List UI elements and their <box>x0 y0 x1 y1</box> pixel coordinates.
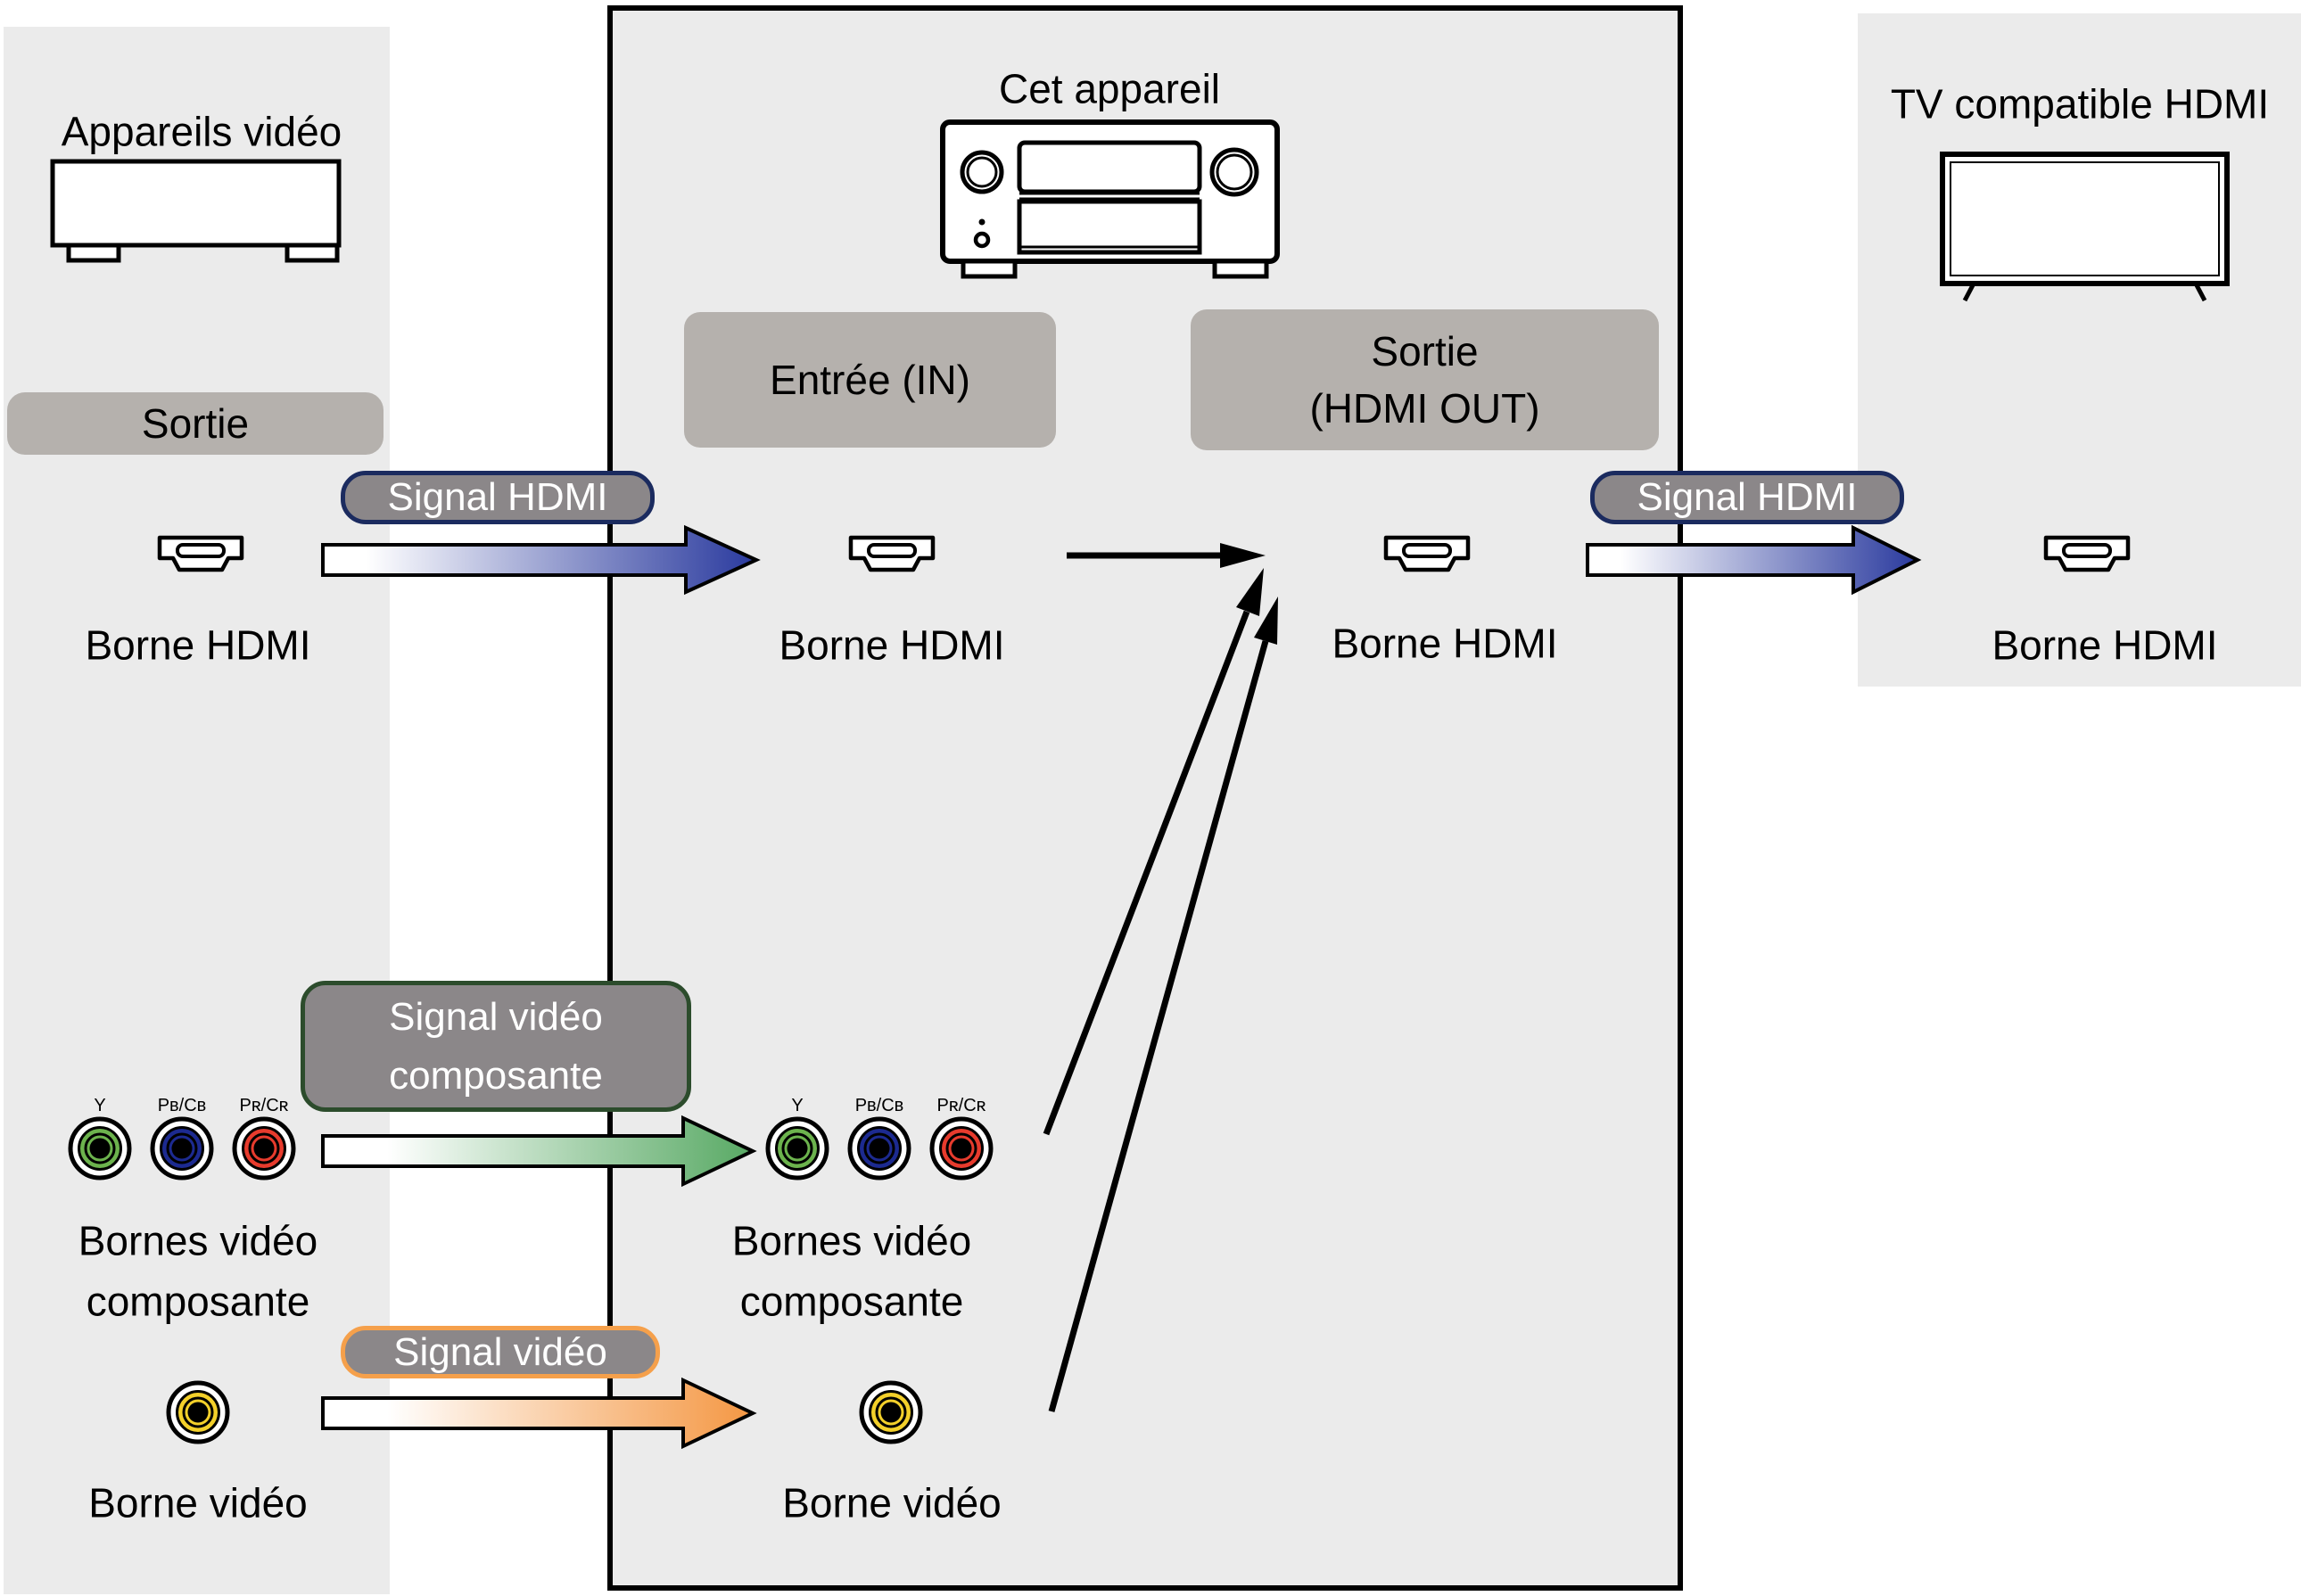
hdmi-terminal-label-out: Borne HDMI <box>1332 620 1558 667</box>
hdmi-passthrough-arrow <box>1067 543 1266 568</box>
component-terminal-label-center-line1: Bornes vidéo <box>731 1217 972 1264</box>
hdmi-terminal-label-source: Borne HDMI <box>85 621 311 669</box>
component-terminal-label-left-line1: Bornes vidéo <box>78 1217 318 1264</box>
component-jack-y-left <box>68 1116 132 1181</box>
this-unit-box <box>607 5 1683 1591</box>
component-label-pr-center: Pʀ/Cʀ <box>936 1096 986 1115</box>
hdmi-signal-badge-right: Signal HDMI <box>1590 471 1904 524</box>
video-devices-title: Appareils vidéo <box>61 108 342 155</box>
component-upconvert-arrow <box>1043 568 1264 1136</box>
component-terminal-label-center-line2: composante <box>739 1278 964 1325</box>
component-jack-pb-left <box>150 1116 214 1181</box>
output-label-box: Sortie <box>7 392 384 455</box>
hdmi-signal-badge-left: Signal HDMI <box>341 471 655 524</box>
hdmi-terminal-label-tv: Borne HDMI <box>1992 621 2218 669</box>
composite-signal-badge: Signal vidéo <box>341 1326 660 1378</box>
output-label-text: Sortie <box>141 400 250 447</box>
video-device-icon <box>50 159 342 263</box>
composite-upconvert-arrow <box>1048 596 1278 1412</box>
component-signal-badge: Signal vidéo composante <box>301 981 691 1112</box>
input-in-text: Entrée (IN) <box>770 357 970 403</box>
hdmi-signal-badge-right-text: Signal HDMI <box>1637 475 1858 519</box>
composite-signal-text: Signal vidéo <box>393 1329 607 1374</box>
output-hdmi-out-box: Sortie (HDMI OUT) <box>1191 309 1659 450</box>
composite-jack-left <box>166 1380 230 1444</box>
hdmi-icon-tv <box>2043 535 2131 572</box>
video-terminal-label-left: Borne vidéo <box>88 1479 308 1526</box>
input-in-box: Entrée (IN) <box>684 312 1056 448</box>
tv-panel <box>1858 13 2301 687</box>
hdmi-signal-arrow-left <box>321 524 761 596</box>
hdmi-signal-arrow-right <box>1586 524 1922 596</box>
hdmi-icon-out <box>1383 535 1471 572</box>
component-jack-pr-center <box>929 1116 994 1181</box>
component-signal-arrow <box>321 1115 757 1188</box>
component-signal-line1: Signal vidéo <box>389 994 603 1039</box>
component-label-pb-left: Pʙ/Cʙ <box>157 1096 207 1115</box>
tv-icon <box>1940 152 2230 302</box>
output-hdmi-out-line1: Sortie <box>1371 328 1479 374</box>
component-jack-pb-center <box>847 1116 911 1181</box>
hdmi-icon-in <box>848 535 936 572</box>
hdmi-icon-source <box>157 535 244 572</box>
receiver-icon <box>940 119 1280 279</box>
component-label-y-center: Y <box>791 1096 804 1115</box>
output-hdmi-out-line2: (HDMI OUT) <box>1309 385 1540 432</box>
component-signal-line2: composante <box>389 1053 603 1098</box>
component-jack-y-center <box>765 1116 829 1181</box>
component-terminal-label-left-line2: composante <box>86 1278 310 1325</box>
component-label-y-left: Y <box>94 1096 106 1115</box>
component-label-pb-center: Pʙ/Cʙ <box>854 1096 904 1115</box>
component-label-pr-left: Pʀ/Cʀ <box>239 1096 289 1115</box>
video-terminal-label-center: Borne vidéo <box>782 1479 1002 1526</box>
component-jack-pr-left <box>232 1116 296 1181</box>
this-unit-title: Cet appareil <box>998 65 1221 112</box>
composite-jack-center <box>859 1380 923 1444</box>
hdmi-terminal-label-in: Borne HDMI <box>779 621 1005 669</box>
tv-title: TV compatible HDMI <box>1890 80 2270 128</box>
composite-signal-arrow <box>321 1377 757 1450</box>
hdmi-signal-badge-left-text: Signal HDMI <box>387 475 608 519</box>
video-devices-panel <box>4 27 390 1594</box>
